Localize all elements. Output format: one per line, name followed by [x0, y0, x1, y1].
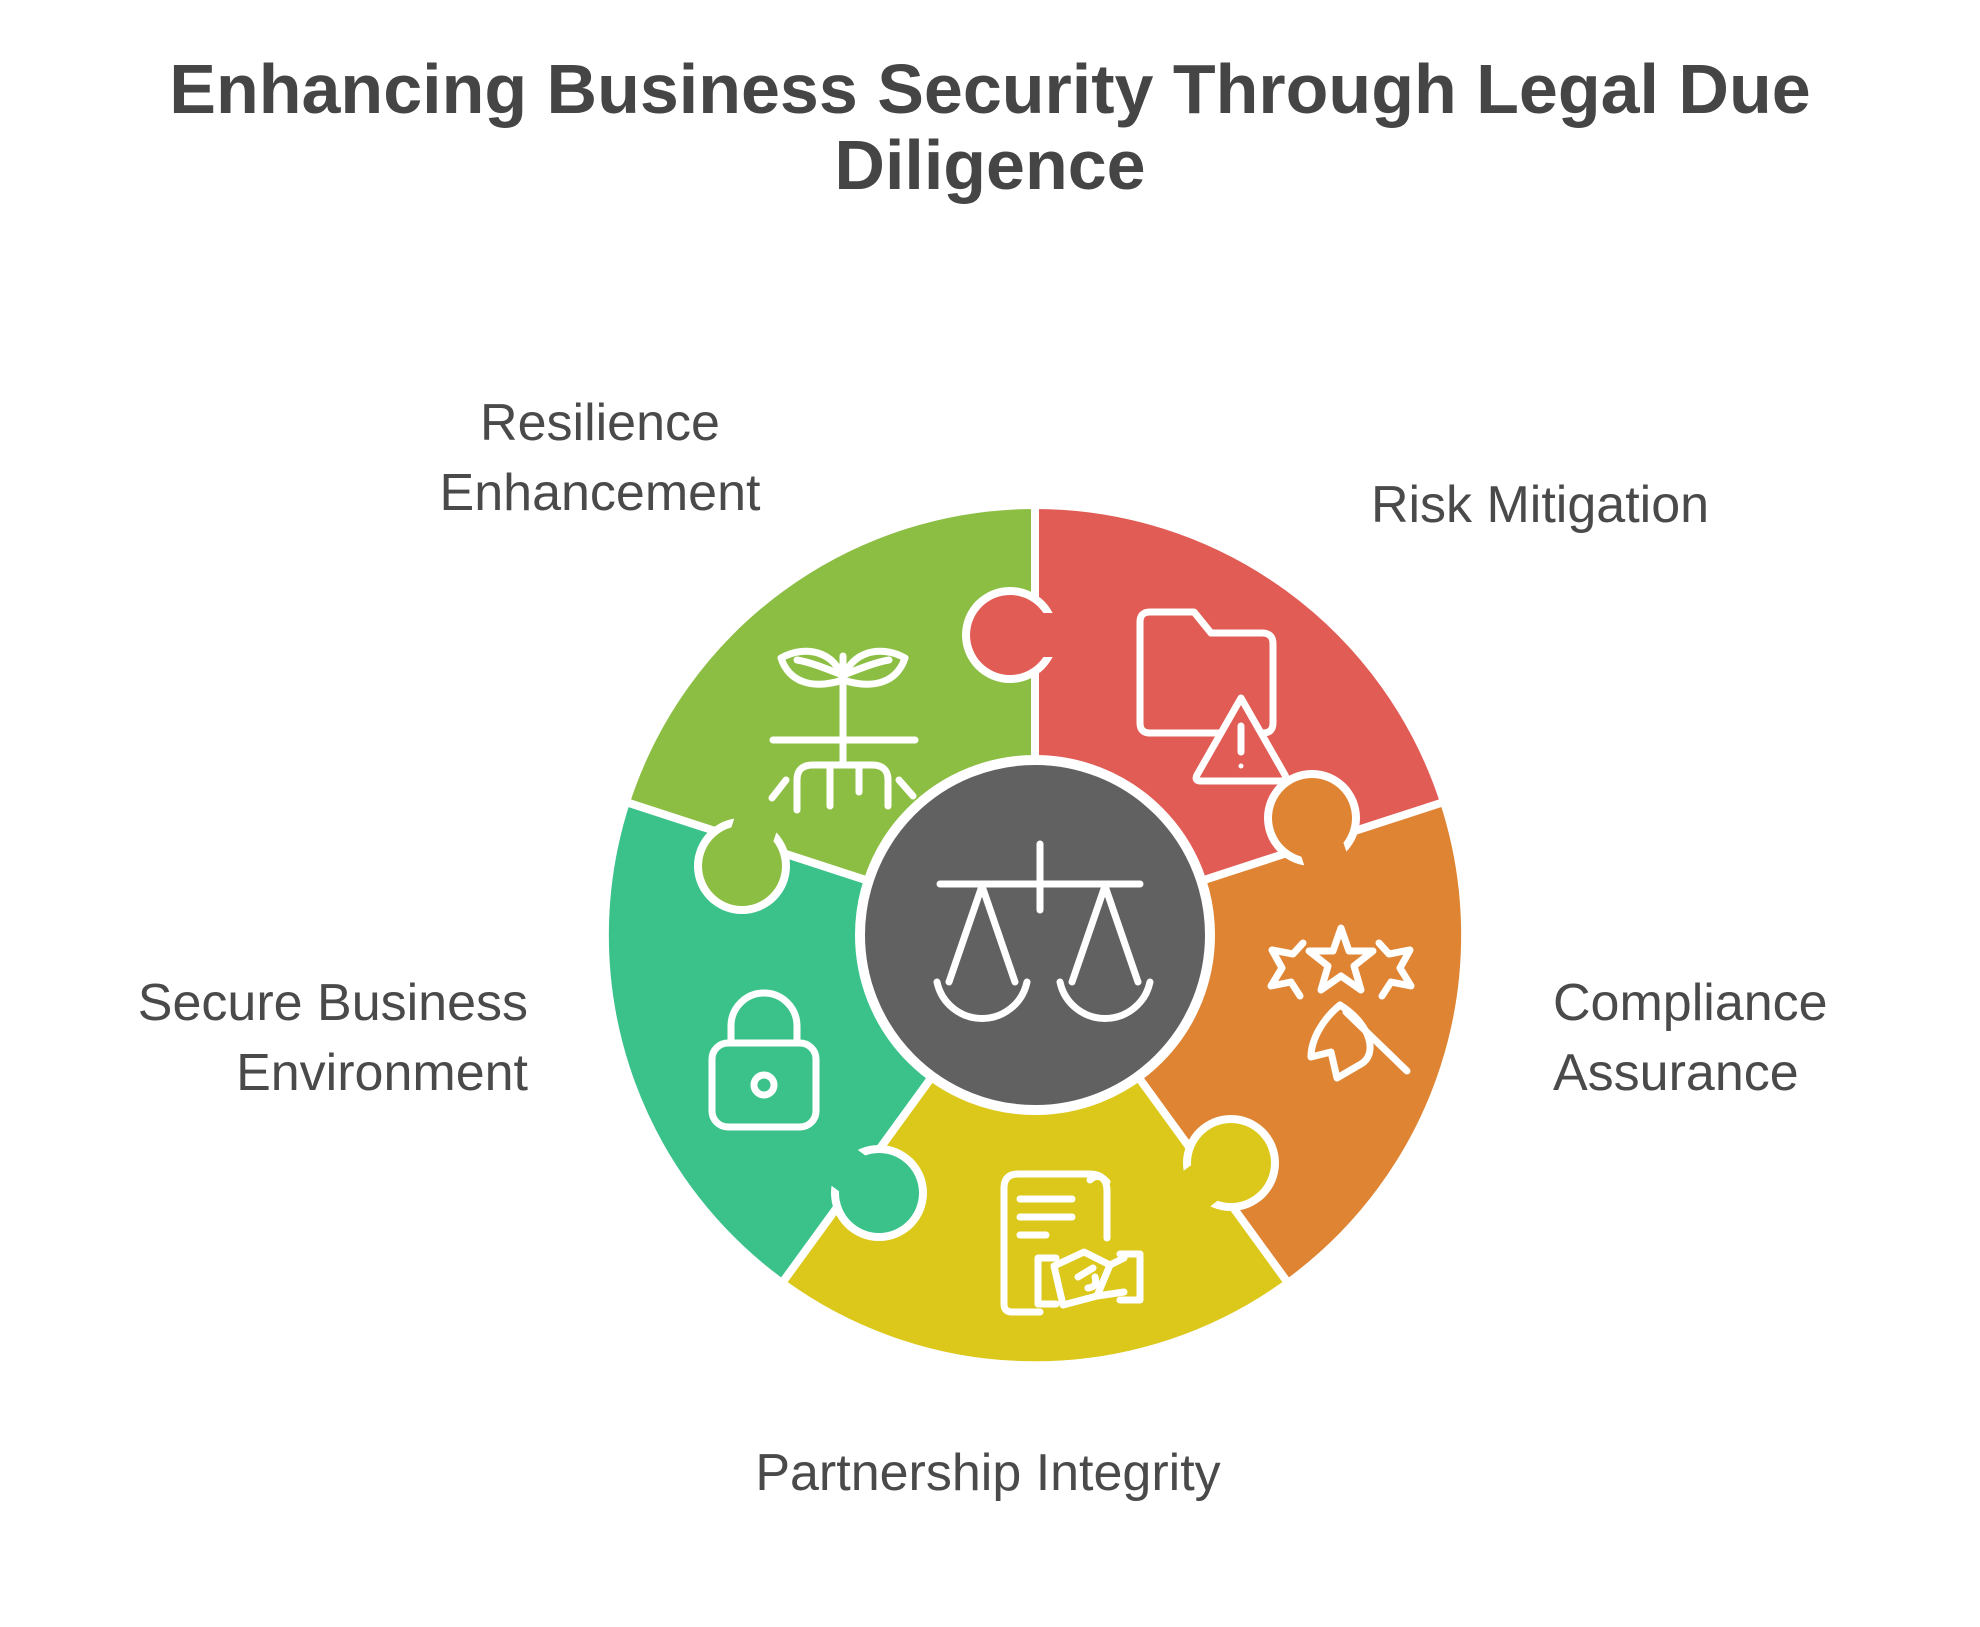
- contract-handshake-icon: [1000, 1170, 1144, 1316]
- scales-of-justice-icon: [933, 840, 1154, 1022]
- knob-neck: [1291, 811, 1355, 892]
- page-title-line-1: Enhancing Business Security Through Lega…: [169, 50, 1811, 128]
- stars-flag-icon: [1267, 924, 1415, 1082]
- knob-neck: [721, 792, 785, 873]
- label-risk-mitigation: Risk Mitigation: [1370, 476, 1710, 534]
- plant-growth-icon: [768, 647, 919, 814]
- page-title: Enhancing Business Security Through Lega…: [0, 50, 1980, 204]
- knob-neck: [1010, 613, 1080, 657]
- page-title-line-2: Diligence: [834, 125, 1146, 204]
- label-compliance-assurance: Compliance Assurance: [1553, 974, 1828, 1103]
- puzzle-knobs: [694, 587, 1360, 1241]
- puzzle-piece-partnership-integrity: [778, 931, 1292, 1370]
- folder-warning-icon: [1136, 608, 1290, 785]
- knob-neck: [1162, 1145, 1244, 1223]
- label-resilience-enhancement: Resilience Enhancement: [439, 394, 761, 523]
- label-partnership-integrity: Partnership Integrity: [755, 1444, 1221, 1502]
- label-secure-business-environment: Secure Business Environment: [137, 974, 528, 1103]
- knob-neck: [810, 1134, 892, 1211]
- center-hub-circle: [855, 755, 1215, 1115]
- padlock-icon: [708, 989, 820, 1131]
